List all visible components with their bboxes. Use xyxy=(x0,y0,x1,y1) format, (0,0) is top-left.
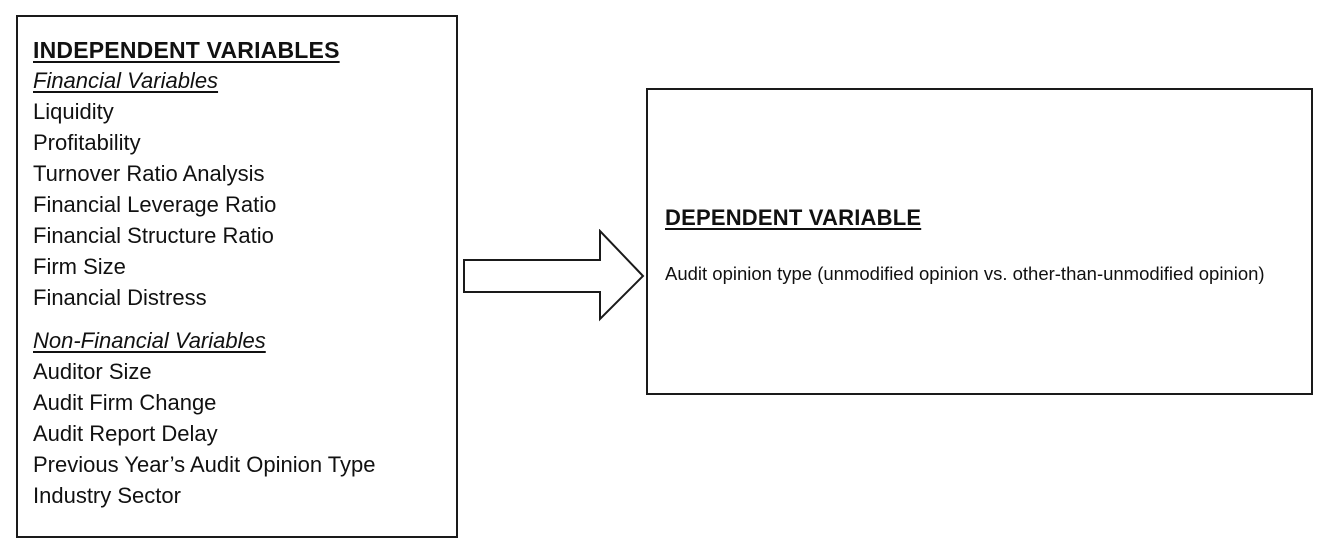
non-financial-variable-item: Auditor Size xyxy=(33,359,152,384)
independent-variables-box: INDEPENDENT VARIABLES Financial Variable… xyxy=(16,15,458,538)
non-financial-variables-label: Non-Financial Variables xyxy=(33,328,266,353)
independent-heading: INDEPENDENT VARIABLES xyxy=(33,37,340,63)
financial-variable-item: Financial Distress xyxy=(33,285,207,310)
dependent-variable-box: DEPENDENT VARIABLE Audit opinion type (u… xyxy=(646,88,1313,395)
group-spacer xyxy=(33,313,456,325)
right-arrow-icon xyxy=(463,229,645,322)
dependent-description: Audit opinion type (unmodified opinion v… xyxy=(665,263,1265,284)
dependent-heading: DEPENDENT VARIABLE xyxy=(665,205,922,230)
financial-variable-item: Firm Size xyxy=(33,254,126,279)
financial-variable-item: Financial Leverage Ratio xyxy=(33,192,277,217)
financial-variable-item: Financial Structure Ratio xyxy=(33,223,274,248)
financial-variable-item: Liquidity xyxy=(33,99,114,124)
financial-variables-list: Liquidity Profitability Turnover Ratio A… xyxy=(33,96,456,313)
financial-variable-item: Profitability xyxy=(33,130,141,155)
non-financial-variable-item: Industry Sector xyxy=(33,483,181,508)
non-financial-variable-item: Audit Report Delay xyxy=(33,421,218,446)
financial-variables-label: Financial Variables xyxy=(33,68,219,93)
arrow-shape xyxy=(463,229,645,322)
financial-variable-item: Turnover Ratio Analysis xyxy=(33,161,265,186)
non-financial-variable-item: Audit Firm Change xyxy=(33,390,217,415)
non-financial-variables-list: Auditor Size Audit Firm Change Audit Rep… xyxy=(33,356,456,511)
non-financial-variable-item: Previous Year’s Audit Opinion Type xyxy=(33,452,376,477)
